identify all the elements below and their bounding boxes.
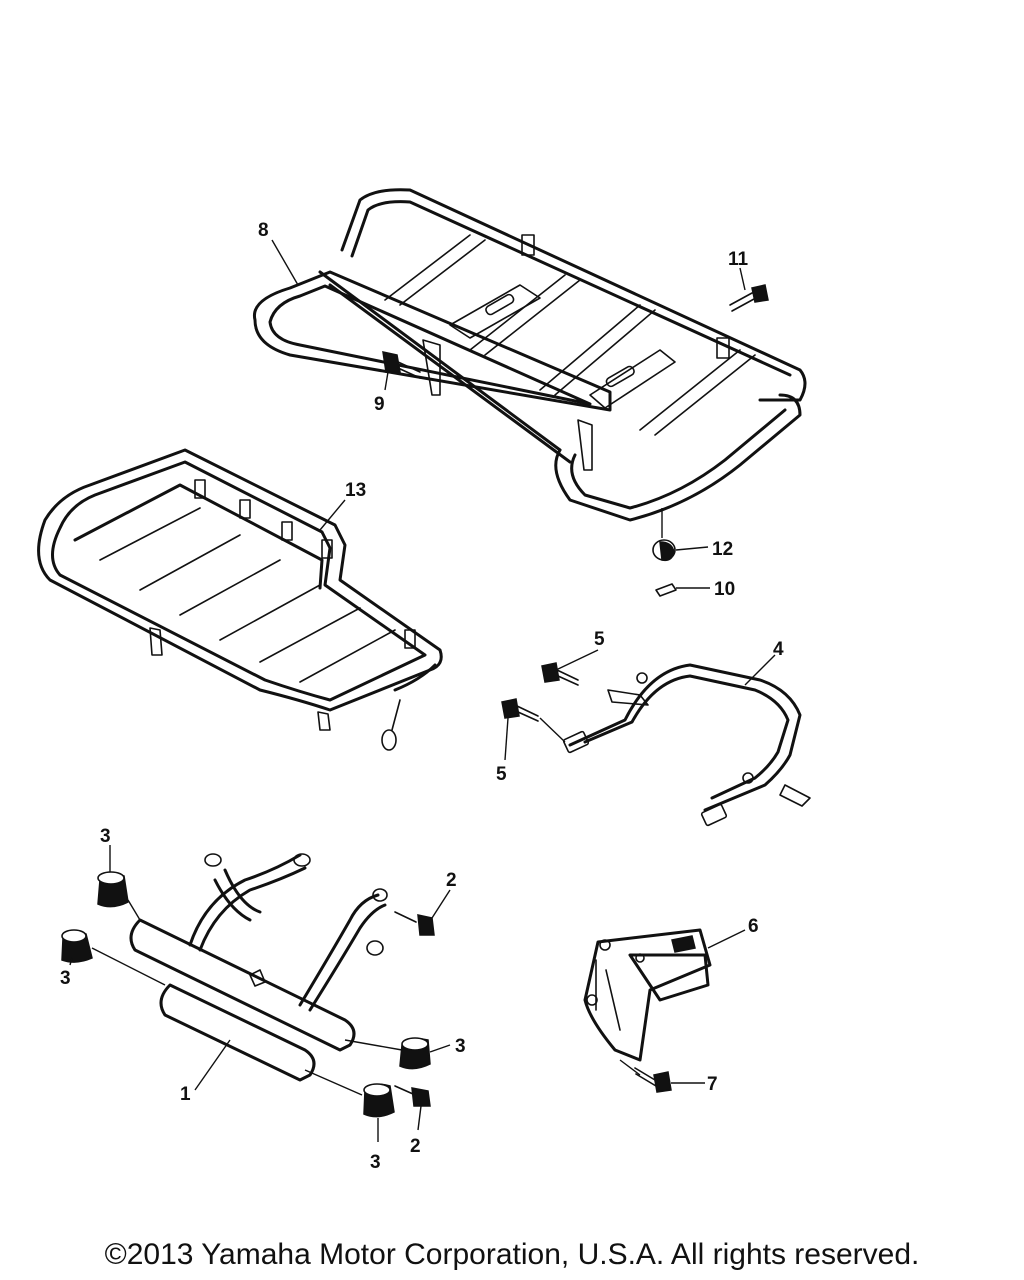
part-9-bolt [382, 351, 421, 379]
callout-2-upper: 2 [446, 870, 457, 891]
callout-3-c: 3 [455, 1036, 466, 1057]
part-11-bolt [729, 284, 769, 312]
exploded-parts-diagram: 8 11 9 13 12 10 4 5 5 3 2 6 3 3 7 1 2 3 [37, 188, 811, 1173]
part-4-bar [562, 663, 811, 827]
part-7-bolt [634, 1067, 672, 1093]
callout-3-a: 3 [100, 826, 111, 847]
callout-5-lower: 5 [496, 764, 507, 785]
callout-8: 8 [258, 220, 269, 241]
leader-lines [69, 239, 776, 1142]
part-8-rear-carrier [252, 188, 807, 522]
part-13-front-carrier [37, 448, 443, 751]
part-6-bracket [583, 928, 712, 1062]
callout-7: 7 [707, 1074, 718, 1095]
part-3-damper-a [97, 871, 129, 908]
callouts: 8 11 9 13 12 10 4 5 5 3 2 6 3 3 7 1 2 3 [60, 220, 784, 1173]
part-12-grommet [652, 539, 676, 562]
callout-4: 4 [773, 639, 784, 660]
part-5-bolt-upper [541, 662, 579, 686]
callout-11: 11 [728, 249, 749, 270]
callout-13: 13 [345, 480, 366, 501]
callout-9: 9 [374, 394, 385, 415]
callout-2-lower: 2 [410, 1136, 421, 1157]
callout-3-b: 3 [60, 968, 71, 989]
part-3-damper-b [61, 929, 93, 963]
part-1-guard [129, 853, 388, 1082]
callout-3-d: 3 [370, 1152, 381, 1173]
callout-1: 1 [180, 1084, 191, 1105]
copyright-notice: ©2013 Yamaha Motor Corporation, U.S.A. A… [104, 1238, 920, 1271]
callout-6: 6 [748, 916, 759, 937]
part-5-bolt-lower [501, 698, 539, 722]
part-2-bolt-lower [394, 1085, 431, 1107]
part-2-bolt-upper [394, 911, 435, 936]
callout-12: 12 [712, 539, 733, 560]
part-3-damper-d [363, 1083, 395, 1118]
callout-5-upper: 5 [594, 629, 605, 650]
part-3-damper-c [399, 1037, 431, 1070]
part-10-collar [655, 583, 677, 597]
callout-10: 10 [714, 579, 735, 600]
